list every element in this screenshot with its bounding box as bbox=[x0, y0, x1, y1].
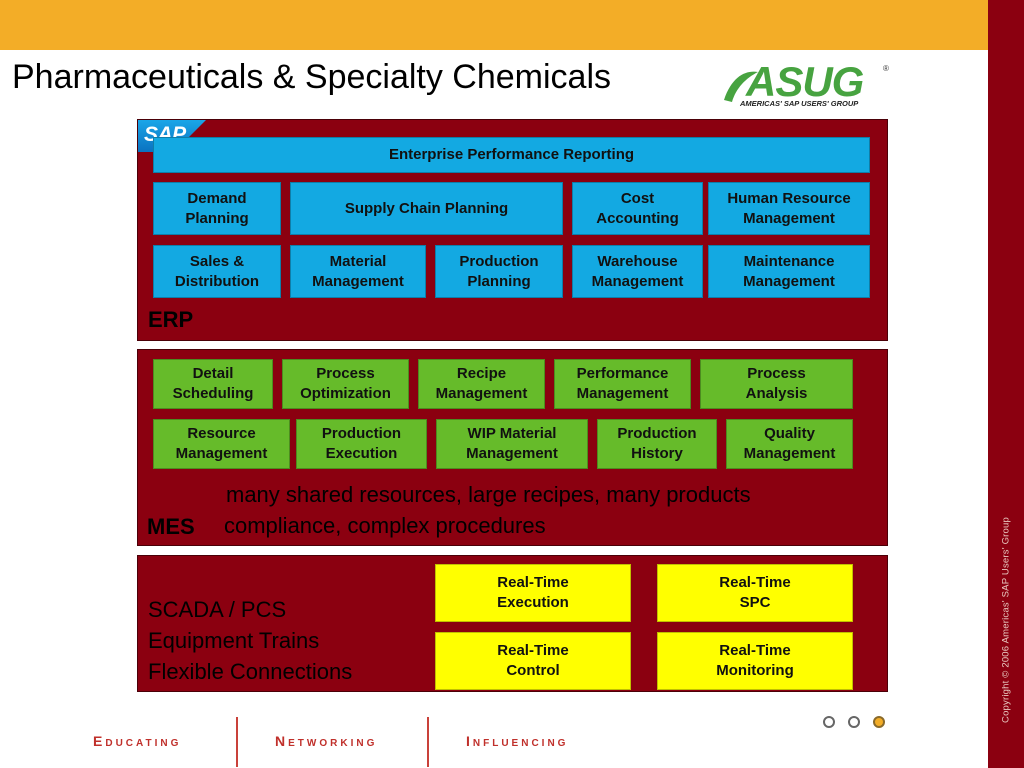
mes-box: Resource Management bbox=[153, 419, 290, 469]
mes-box: Performance Management bbox=[554, 359, 691, 409]
mes-label: MES bbox=[147, 514, 195, 539]
logo-text: ASUG bbox=[746, 58, 864, 105]
mes-box: Process Optimization bbox=[282, 359, 409, 409]
mes-box: Quality Management bbox=[726, 419, 853, 469]
scada-box: Real-Time Execution bbox=[435, 564, 631, 622]
mes-box: WIP Material Management bbox=[436, 419, 588, 469]
scada-box: Real-Time Monitoring bbox=[657, 632, 853, 690]
mes-box: Production Execution bbox=[296, 419, 427, 469]
mes-box: Production History bbox=[597, 419, 717, 469]
footer-networking: NETWORKING bbox=[275, 733, 377, 749]
footer-divider bbox=[236, 717, 238, 767]
footer-educating: EDUCATING bbox=[93, 733, 181, 749]
erp-box: Warehouse Management bbox=[572, 245, 703, 298]
erp-box: Sales & Distribution bbox=[153, 245, 281, 298]
erp-box: Supply Chain Planning bbox=[290, 182, 563, 235]
nav-dot-3-active[interactable] bbox=[873, 716, 885, 728]
footer-initial: E bbox=[93, 733, 106, 749]
logo-swoosh-icon bbox=[724, 71, 758, 102]
erp-label: ERP bbox=[148, 307, 194, 332]
mes-box: Recipe Management bbox=[418, 359, 545, 409]
logo-registered: ® bbox=[883, 64, 889, 73]
erp-top-bar: Enterprise Performance Reporting bbox=[153, 137, 870, 173]
nav-dot-2[interactable] bbox=[848, 716, 860, 728]
copyright-text: Copyright © 2006 Americas' SAP Users' Gr… bbox=[1000, 517, 1012, 723]
footer-initial: I bbox=[466, 733, 473, 749]
mes-box: Process Analysis bbox=[700, 359, 853, 409]
erp-box: Maintenance Management bbox=[708, 245, 870, 298]
erp-box: Material Management bbox=[290, 245, 426, 298]
nav-dot-1[interactable] bbox=[823, 716, 835, 728]
footer-influencing: INFLUENCING bbox=[466, 733, 568, 749]
footer-rest: NFLUENCING bbox=[472, 738, 569, 749]
footer-rest: DUCATING bbox=[105, 738, 182, 749]
erp-box: Production Planning bbox=[435, 245, 563, 298]
top-band bbox=[0, 0, 988, 50]
mes-description-line2: compliance, complex procedures bbox=[224, 513, 546, 538]
footer-divider bbox=[427, 717, 429, 767]
asug-logo: ASUG ® AMERICAS' SAP USERS' GROUP bbox=[720, 58, 900, 114]
erp-box: Human Resource Management bbox=[708, 182, 870, 235]
mes-box: Detail Scheduling bbox=[153, 359, 273, 409]
mes-description-line1: many shared resources, large recipes, ma… bbox=[226, 482, 751, 507]
erp-box: Cost Accounting bbox=[572, 182, 703, 235]
scada-box: Real-Time SPC bbox=[657, 564, 853, 622]
footer-initial: N bbox=[275, 733, 289, 749]
footer-rest: ETWORKING bbox=[288, 738, 378, 749]
right-bar bbox=[988, 0, 1024, 768]
scada-line: Equipment Trains bbox=[148, 628, 320, 653]
slide-title: Pharmaceuticals & Specialty Chemicals bbox=[12, 58, 612, 96]
scada-line: Flexible Connections bbox=[148, 659, 353, 684]
scada-box: Real-Time Control bbox=[435, 632, 631, 690]
scada-line: SCADA / PCS bbox=[148, 597, 287, 622]
erp-box: Demand Planning bbox=[153, 182, 281, 235]
logo-subtitle: AMERICAS' SAP USERS' GROUP bbox=[740, 99, 859, 108]
